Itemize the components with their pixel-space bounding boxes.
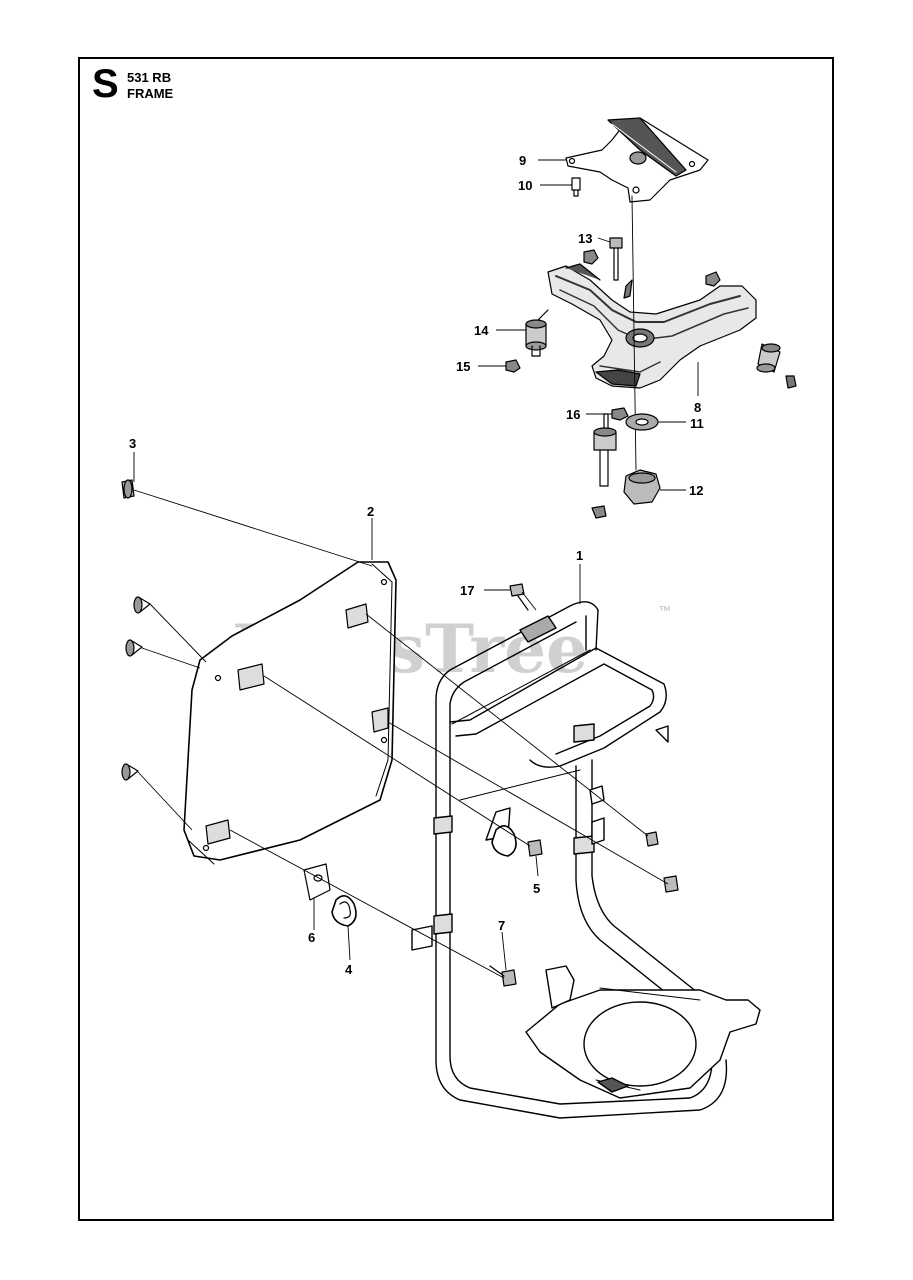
part-2-back-plate[interactable] [183,561,397,865]
top-left-nut[interactable] [583,249,599,265]
part-11-washer[interactable] [625,413,659,431]
callout-16[interactable]: 16 [566,407,580,422]
section-letter: S [92,62,119,106]
model-number: 531 RB [127,70,172,85]
callout-1[interactable]: 1 [576,548,583,563]
part-17-screw[interactable] [509,583,529,611]
screw-left-2[interactable] [125,639,143,657]
part-16-nut[interactable] [611,407,629,421]
callout-11[interactable]: 11 [690,416,704,431]
leader-lines [133,159,699,979]
screw-left-1[interactable] [133,596,151,614]
callout-4[interactable]: 4 [345,962,353,977]
screw-left-3[interactable] [121,763,139,781]
part-9-mount-plate[interactable] [565,117,709,203]
callout-5[interactable]: 5 [533,881,540,896]
part-4-ring[interactable] [331,895,357,927]
part-12-nut[interactable] [623,469,661,505]
right-rubber-mount[interactable] [756,343,797,389]
page-border [78,57,834,1221]
part-5-screw[interactable] [527,839,543,857]
callout-6[interactable]: 6 [308,930,315,945]
callout-2[interactable]: 2 [367,504,374,519]
screw-right-upper[interactable] [645,831,659,847]
callout-17[interactable]: 17 [460,583,474,598]
part-8-engine-bracket[interactable] [547,263,757,389]
callout-10[interactable]: 10 [518,178,532,193]
part-10-screw[interactable] [571,177,581,197]
callout-3[interactable]: 3 [129,436,136,451]
screw-right-lower[interactable] [663,875,679,893]
part-14-rubber-mount[interactable] [525,309,549,357]
section-title: FRAME [127,86,174,101]
callout-13[interactable]: 13 [578,231,592,246]
callout-12[interactable]: 12 [689,483,703,498]
part-1-main-frame[interactable] [411,601,761,1119]
watermark-trademark: ™ [658,603,671,618]
part-15-nut[interactable] [505,359,521,373]
part-3-screw-top[interactable] [121,479,135,499]
callout-9[interactable]: 9 [519,153,526,168]
part-7-screw[interactable] [489,965,517,987]
top-right-nut[interactable] [705,271,721,287]
callout-8[interactable]: 8 [694,400,701,415]
callout-15[interactable]: 15 [456,359,470,374]
callout-7[interactable]: 7 [498,918,505,933]
callout-14[interactable]: 14 [474,323,489,338]
ring-frame[interactable] [491,825,517,857]
part-13-bolt[interactable] [609,237,633,299]
lower-damper[interactable] [591,413,617,519]
